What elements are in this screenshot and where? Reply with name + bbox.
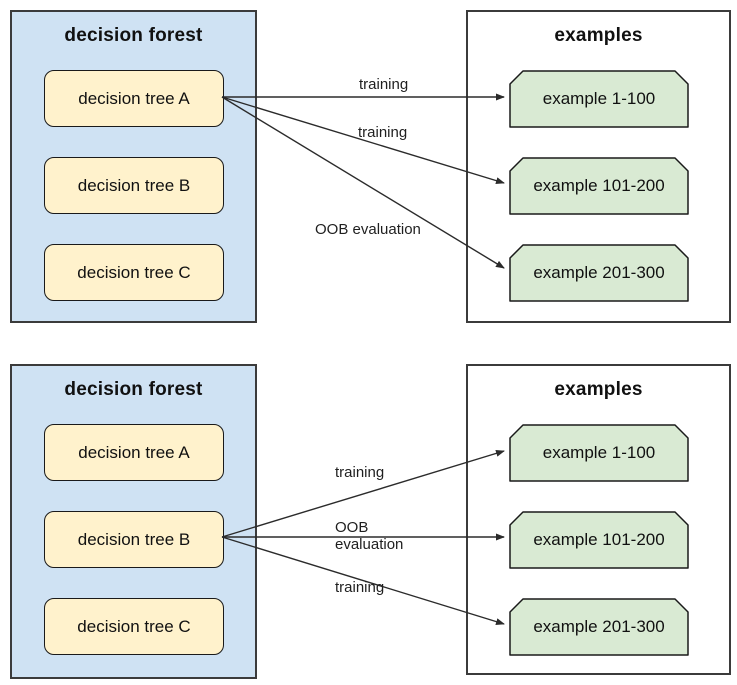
example-card-shape xyxy=(509,70,689,128)
example-box-2: example 101-200 xyxy=(509,157,689,215)
arrow-label-training: training xyxy=(359,76,409,93)
forest-panel-top: decision forest decision tree A decision… xyxy=(10,10,257,323)
tree-box-a: decision tree A xyxy=(44,70,224,127)
arrow-label-training: training xyxy=(335,464,385,481)
tree-box-b: decision tree B xyxy=(44,511,224,568)
example-label: example 201-300 xyxy=(533,263,665,282)
arrow-label-training: training xyxy=(335,579,385,596)
example-card-shape xyxy=(509,511,689,569)
example-label: example 101-200 xyxy=(533,176,665,195)
example-box-3: example 201-300 xyxy=(509,598,689,656)
arrow-label-oob-evaluation: OOB evaluation xyxy=(315,221,421,238)
forest-title: decision forest xyxy=(64,25,203,46)
example-card-shape xyxy=(509,157,689,215)
example-card-shape xyxy=(509,598,689,656)
tree-label: decision tree B xyxy=(77,175,191,195)
examples-panel-bottom: examples example 1-100 example 101-200 e… xyxy=(466,364,731,675)
example-box-3: example 201-300 xyxy=(509,244,689,302)
example-label: example 101-200 xyxy=(533,530,665,549)
examples-panel-top: examples example 1-100 example 101-200 e… xyxy=(466,10,731,323)
tree-label: decision tree C xyxy=(77,262,191,282)
tree-label: decision tree B xyxy=(77,529,191,549)
example-label: example 1-100 xyxy=(542,89,656,108)
example-box-2: example 101-200 xyxy=(509,511,689,569)
tree-label: decision tree A xyxy=(78,442,190,462)
examples-title: examples xyxy=(554,379,643,400)
example-box-1: example 1-100 xyxy=(509,424,689,482)
example-label: example 201-300 xyxy=(533,617,665,636)
example-box-1: example 1-100 xyxy=(509,70,689,128)
forest-panel-bottom: decision forest decision tree A decision… xyxy=(10,364,257,679)
tree-label: decision tree C xyxy=(77,616,191,636)
forest-title: decision forest xyxy=(64,379,203,400)
arrow-label-training: training xyxy=(358,124,408,141)
examples-title: examples xyxy=(554,25,643,46)
arrow-treeA-oob-evaluation xyxy=(221,96,505,269)
tree-box-b: decision tree B xyxy=(44,157,224,214)
example-label: example 1-100 xyxy=(542,443,656,462)
arrow-label-oob-evaluation: OOB evaluation xyxy=(335,519,404,553)
example-card-shape xyxy=(509,424,689,482)
tree-box-c: decision tree C xyxy=(44,244,224,301)
tree-box-a: decision tree A xyxy=(44,424,224,481)
example-card-shape xyxy=(509,244,689,302)
tree-label: decision tree A xyxy=(78,88,190,108)
tree-box-c: decision tree C xyxy=(44,598,224,655)
